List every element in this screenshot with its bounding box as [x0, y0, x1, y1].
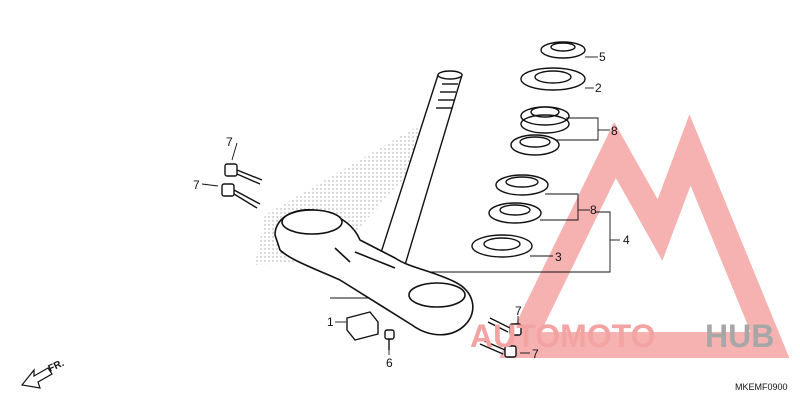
leader-lines	[201, 56, 620, 355]
callout-8-lower: 8	[590, 203, 597, 217]
dust-seal	[520, 67, 586, 91]
bolt-upper	[224, 163, 263, 185]
lower-race	[495, 174, 549, 196]
front-direction-label: FR.	[47, 358, 66, 375]
lower-triple-clamp	[274, 208, 474, 336]
bolt-small	[384, 329, 395, 350]
pipe-clamp	[346, 311, 379, 341]
upper-race	[510, 134, 560, 156]
callout-3: 3	[555, 250, 562, 264]
callout-1: 1	[327, 315, 334, 329]
callout-2: 2	[595, 81, 602, 95]
callout-7-top: 7	[226, 135, 233, 149]
callout-5: 5	[599, 50, 606, 64]
callout-7-right-lower: 7	[532, 347, 539, 361]
callout-4: 4	[623, 233, 630, 247]
upper-bearing	[520, 106, 570, 134]
front-arrow-icon	[20, 367, 53, 389]
watermark-text-automoto: AUTOMOTO	[470, 318, 655, 354]
watermark-logo	[499, 114, 790, 358]
lower-bearing	[488, 202, 542, 224]
callout-6: 6	[386, 356, 393, 370]
lock-nut	[540, 41, 586, 59]
lower-seal	[471, 234, 533, 258]
watermark-wordmark: AUTOMOTO HUB	[470, 318, 774, 354]
callout-8-upper: 8	[611, 124, 618, 138]
bolt-right-lower	[479, 339, 517, 358]
diagram-code: MKEMF0900	[735, 382, 788, 392]
callout-7-right-upper: 7	[515, 304, 522, 318]
bolt-right-upper	[487, 317, 522, 336]
bolt-lower-left	[221, 183, 261, 209]
watermark-text-hub: HUB	[705, 318, 774, 354]
callout-7-left: 7	[193, 178, 200, 192]
